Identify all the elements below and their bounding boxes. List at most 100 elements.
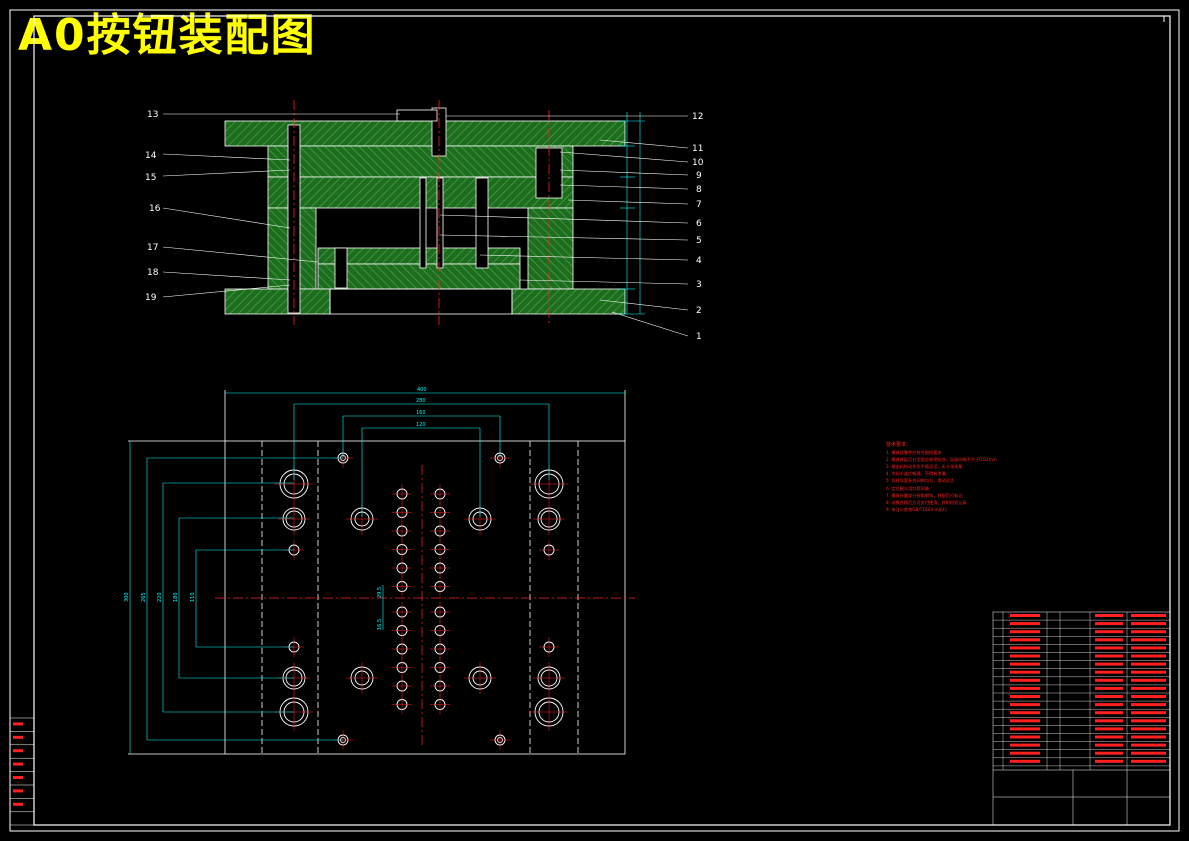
parts-row-material: [1095, 695, 1123, 698]
part-label: 8: [696, 185, 702, 195]
dim-label: 110: [190, 592, 196, 602]
dim-label: 120: [416, 422, 426, 428]
sheet-border: [9, 9, 1180, 832]
parts-row-note: [1131, 727, 1166, 731]
note-line: 7. 模具外露部分锐角倒钝，装配后打标记: [886, 492, 963, 498]
parts-row-name: [1010, 719, 1040, 723]
parts-row-name: [1010, 654, 1040, 658]
parts-row-note: [1131, 614, 1166, 617]
part-label: 4: [696, 256, 702, 266]
parts-row-note: [1131, 638, 1166, 642]
parts-row-material: [1095, 751, 1123, 755]
parts-row-note: [1131, 670, 1166, 674]
dim-label: 29.5: [377, 587, 383, 598]
dim-label: 180: [173, 592, 179, 602]
plan-dimension-labels: 400 280 160 120 300 265 220 180 110 29.5…: [124, 387, 427, 630]
part-label: 2: [696, 306, 702, 316]
parts-row-name: [1010, 735, 1040, 739]
part-label: 11: [692, 144, 703, 154]
strip-text: [13, 776, 23, 779]
note-line: 4. 冷却水道应畅通，不得有渗漏: [886, 471, 946, 477]
parts-row-note: [1131, 630, 1166, 634]
parts-row-name: [1010, 678, 1040, 682]
parts-row-note: [1131, 686, 1166, 690]
part-label: 19: [145, 293, 157, 303]
strip-text: [13, 802, 23, 806]
plan-view: [128, 390, 626, 755]
part-labels-right: 12 11 10 9 8 7 6 5 4 3 2 1: [692, 112, 704, 342]
parts-row-note: [1131, 751, 1166, 755]
drawing-title: A0按钮装配图: [18, 10, 317, 61]
parts-row-name: [1010, 646, 1040, 650]
parts-row-name: [1010, 711, 1040, 715]
strip-text: [13, 749, 23, 753]
dim-label: 265: [141, 592, 147, 602]
note-line: 1. 模具各零件应符合图纸要求: [886, 450, 942, 456]
parts-row-material: [1095, 670, 1123, 674]
parts-row-name: [1010, 727, 1040, 731]
part-label: 15: [145, 173, 156, 183]
part-label: 1: [696, 332, 702, 342]
parts-row-note: [1131, 711, 1166, 715]
plan-centerlines: [215, 465, 635, 745]
parts-row-note: [1131, 703, 1166, 707]
parts-row-name: [1010, 751, 1040, 755]
part-label: 10: [692, 158, 704, 168]
notes-heading: 技术要求：: [886, 442, 912, 448]
section-view: [224, 100, 645, 325]
parts-row-material: [1095, 678, 1123, 682]
strip-text: [13, 762, 23, 766]
parts-row-note: [1131, 622, 1166, 626]
parts-row-note: [1131, 735, 1166, 739]
parts-row-name: [1010, 630, 1040, 634]
note-line: 8. 试模合格后方可交付使用，并附检验记录: [886, 499, 967, 505]
part-label: 7: [696, 200, 702, 210]
technical-notes: 技术要求： 1. 模具各零件应符合图纸要求 2. 模具装配后分型面应紧密贴合，局…: [886, 442, 1046, 513]
parts-row-name: [1010, 703, 1040, 707]
parts-row-name: [1010, 686, 1040, 690]
part-label: 5: [696, 236, 702, 246]
parts-row-name: [1010, 743, 1040, 747]
part-label: 17: [147, 243, 158, 253]
revision-strip: [9, 717, 35, 826]
part-label: 6: [696, 219, 702, 229]
parts-row-note: [1131, 743, 1166, 747]
dim-label: 300: [124, 592, 130, 602]
parts-row-material: [1095, 654, 1123, 658]
parts-row-note: [1131, 662, 1166, 666]
parts-row-material: [1095, 735, 1123, 739]
parts-row-material: [1095, 614, 1123, 617]
plan-dimensions: [129, 392, 625, 754]
note-line: 6. 定位圈与浇口套同轴: [886, 485, 930, 491]
part-label: 14: [145, 151, 157, 161]
parts-row-name: [1010, 622, 1040, 626]
parts-row-material: [1095, 703, 1123, 707]
parts-row-note: [1131, 759, 1166, 763]
note-line: 9. 未注公差按GB/T1804-m执行: [886, 506, 947, 512]
parts-row-name: [1010, 759, 1040, 763]
parts-row-name: [1010, 670, 1040, 674]
parts-row-material: [1095, 630, 1123, 634]
note-line: 2. 模具装配后分型面应紧密贴合，局部间隙不大于0.02mm: [886, 457, 997, 463]
parts-row-material: [1095, 646, 1123, 650]
parts-row-material: [1095, 719, 1123, 723]
part-labels-left: 13 14 15 16 17 18 19: [145, 110, 161, 303]
parts-row-material: [1095, 662, 1123, 666]
parts-row-note: [1131, 678, 1166, 682]
strip-text: [13, 789, 23, 793]
parts-row-name: [1010, 695, 1040, 698]
note-line: 3. 推出机构动作应平稳灵活，无卡滞现象: [886, 464, 963, 470]
parts-row-name: [1010, 662, 1040, 666]
parts-row-material: [1095, 759, 1123, 763]
dim-label: 280: [416, 398, 426, 404]
part-label: 9: [696, 171, 702, 181]
parts-row-note: [1131, 654, 1166, 658]
strip-text: [13, 735, 23, 739]
parts-row-material: [1095, 711, 1123, 715]
parts-row-material: [1095, 727, 1123, 731]
dim-label: 160: [416, 410, 426, 416]
parts-list: [992, 611, 1171, 826]
part-label: 3: [696, 280, 702, 290]
dim-label: 400: [417, 387, 427, 393]
